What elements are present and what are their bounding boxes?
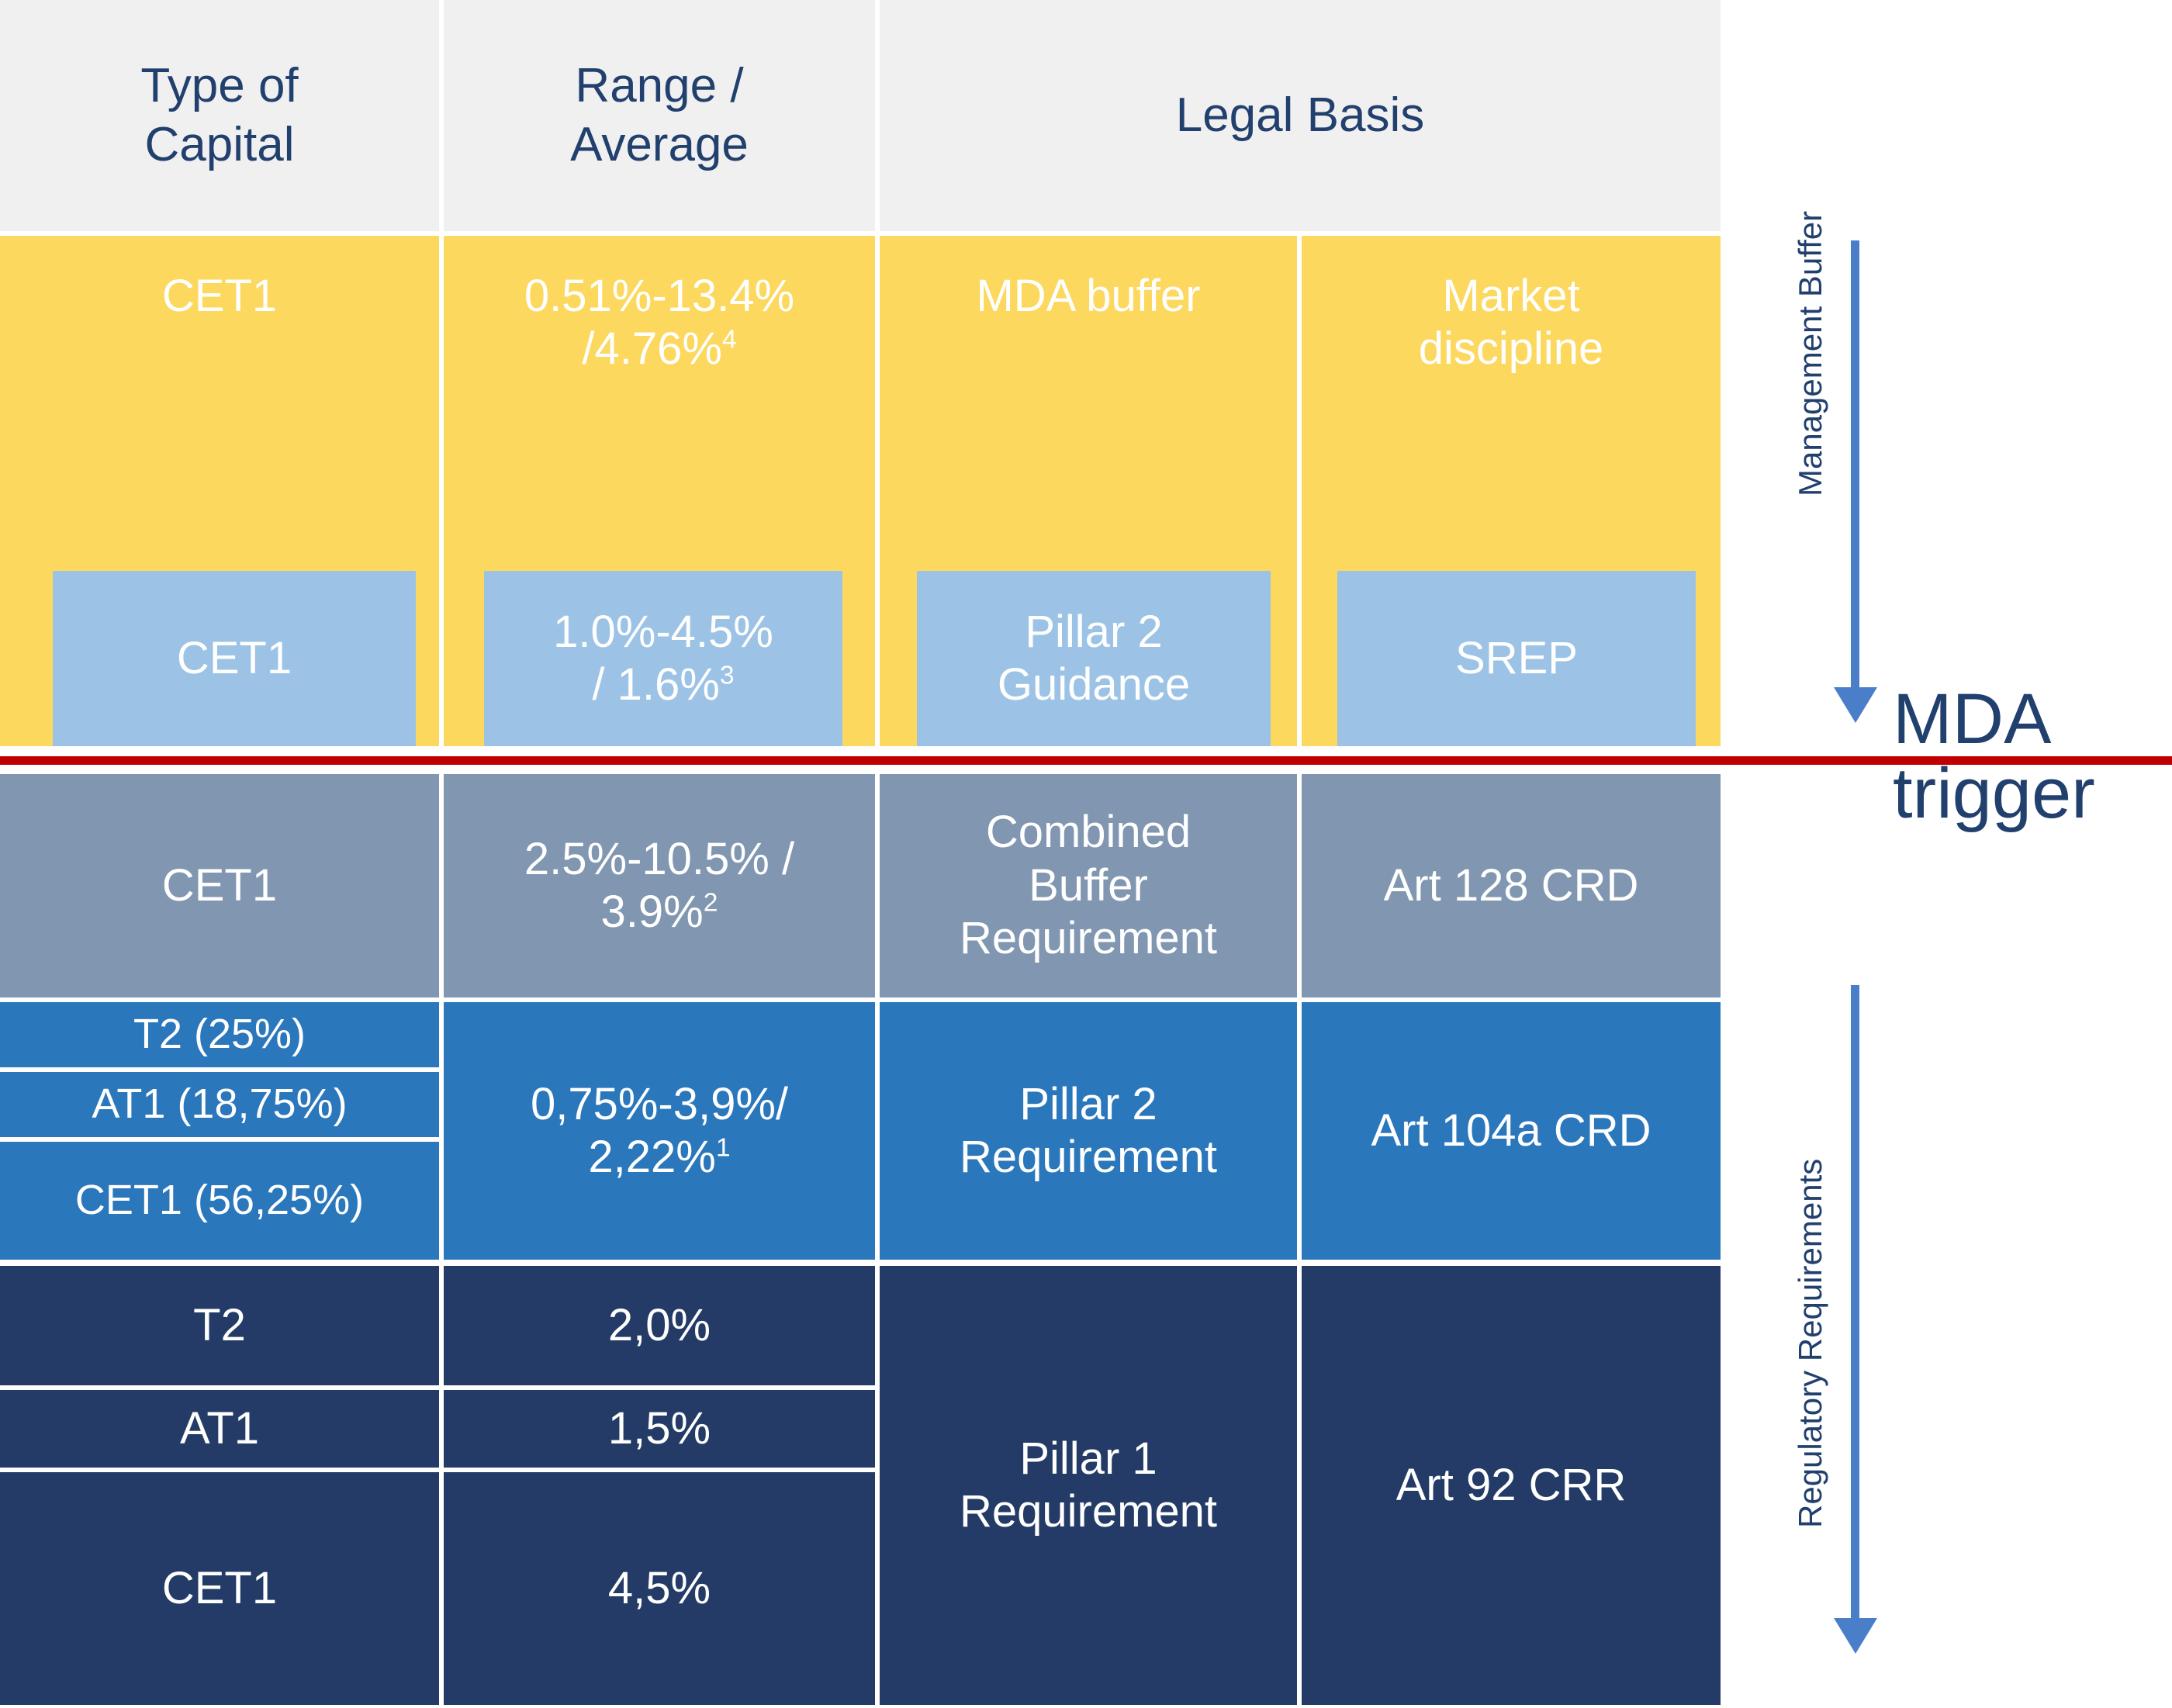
cell-p2r-legal-basis-2: Art 104a CRD — [1302, 1002, 1721, 1260]
mda-trigger-line — [0, 756, 2172, 765]
cell-combined-buffer-legal-basis-1: Combined Buffer Requirement — [880, 774, 1297, 997]
header-type-of-capital: Type of Capital — [0, 0, 439, 231]
management-buffer-arrow-head — [1834, 687, 1877, 723]
combined-buffer-range-label: 2.5%-10.5% / 3.9%2 — [524, 833, 795, 937]
p1r-value-cet1-label: 4,5% — [607, 1562, 711, 1613]
p2g-range-label: 1.0%-4.5% / 1.6%3 — [553, 606, 773, 710]
header-range-average: Range / Average — [444, 0, 875, 231]
combined-buffer-legal-basis-2-label: Art 128 CRD — [1383, 859, 1639, 911]
header-legal-basis-label: Legal Basis — [1175, 88, 1425, 143]
header-legal-basis: Legal Basis — [880, 0, 1721, 231]
cell-p1r-value-cet1: 4,5% — [444, 1472, 875, 1705]
p1r-tier-at1-label: AT1 — [179, 1402, 260, 1454]
p2g-legal-basis-2-label: SREP — [1455, 632, 1578, 683]
cell-p1r-tier-t2: T2 — [0, 1266, 439, 1385]
cell-p2g-type-of-capital: CET1 — [53, 571, 416, 746]
p2r-range-label: 0,75%-3,9%/ 2,22%1 — [530, 1078, 789, 1182]
cell-p2r-legal-basis-1: Pillar 2 Requirement — [880, 1002, 1297, 1260]
combined-buffer-range-footnote: 2 — [703, 888, 718, 918]
p2r-legal-basis-2-label: Art 104a CRD — [1371, 1105, 1651, 1156]
p2r-tier-cet1-label: CET1 (56,25%) — [74, 1177, 365, 1224]
cell-p2g-range: 1.0%-4.5% / 1.6%3 — [484, 571, 842, 746]
p2g-legal-basis-1-label: Pillar 2 Guidance — [997, 606, 1191, 710]
management-buffer-arrow-shaft — [1851, 240, 1859, 690]
cell-combined-buffer-type-of-capital: CET1 — [0, 774, 439, 997]
cell-p1r-tier-cet1: CET1 — [0, 1472, 439, 1705]
combined-buffer-capital-label: CET1 — [161, 859, 278, 911]
combined-buffer-legal-basis-1-label: Combined Buffer Requirement — [959, 807, 1218, 964]
header-type-of-capital-label: Type of Capital — [140, 59, 299, 171]
cell-combined-buffer-legal-basis-2: Art 128 CRD — [1302, 774, 1721, 997]
header-range-average-label: Range / Average — [570, 59, 749, 171]
mgmt-buffer-range-footnote: 4 — [721, 326, 737, 355]
regulatory-requirements-arrow-head — [1834, 1618, 1877, 1654]
cell-p1r-value-at1: 1,5% — [444, 1390, 875, 1468]
cell-p1r-value-t2: 2,0% — [444, 1266, 875, 1385]
regulatory-requirements-label: Regulatory Requirements — [1792, 1158, 1828, 1528]
p1r-value-t2-label: 2,0% — [607, 1299, 711, 1350]
mgmt-buffer-capital-label: CET1 — [161, 271, 278, 321]
p2r-tier-t2-label: T2 (25%) — [133, 1011, 306, 1058]
cell-p2r-tier-at1: AT1 (18,75%) — [0, 1072, 439, 1137]
cell-p2g-legal-basis-2: SREP — [1337, 571, 1696, 746]
mda-trigger-label: MDA trigger — [1893, 679, 2095, 833]
cell-p1r-tier-at1: AT1 — [0, 1390, 439, 1468]
management-buffer-label: Management Buffer — [1792, 210, 1828, 496]
p2r-tier-at1-label: AT1 (18,75%) — [92, 1080, 348, 1128]
p1r-legal-basis-1-label: Pillar 1 Requirement — [959, 1433, 1218, 1537]
p2r-legal-basis-1-label: Pillar 2 Requirement — [959, 1078, 1218, 1182]
cell-p1r-legal-basis-2: Art 92 CRR — [1302, 1266, 1721, 1705]
p2r-range-footnote: 1 — [715, 1133, 731, 1163]
cell-p2r-tier-cet1: CET1 (56,25%) — [0, 1142, 439, 1260]
mgmt-buffer-legal-basis-1-label: MDA buffer — [976, 271, 1201, 321]
p2g-range-footnote: 3 — [719, 661, 735, 690]
p2g-capital-label: CET1 — [176, 632, 292, 683]
mgmt-buffer-legal-basis-2-label: Market discipline — [1418, 271, 1604, 375]
cell-p2r-range: 0,75%-3,9%/ 2,22%1 — [444, 1002, 875, 1260]
cell-p2g-legal-basis-1: Pillar 2 Guidance — [917, 571, 1271, 746]
cell-p2r-tier-t2: T2 (25%) — [0, 1002, 439, 1067]
regulatory-requirements-arrow-shaft — [1851, 985, 1859, 1621]
p1r-legal-basis-2-label: Art 92 CRR — [1396, 1459, 1627, 1510]
p1r-tier-t2-label: T2 — [193, 1299, 246, 1350]
mgmt-buffer-range-label: 0.51%-13.4% /4.76%4 — [524, 271, 795, 375]
p1r-tier-cet1-label: CET1 — [161, 1562, 278, 1613]
cell-combined-buffer-range: 2.5%-10.5% / 3.9%2 — [444, 774, 875, 997]
p1r-value-at1-label: 1,5% — [607, 1402, 711, 1454]
cell-p1r-legal-basis-1: Pillar 1 Requirement — [880, 1266, 1297, 1705]
